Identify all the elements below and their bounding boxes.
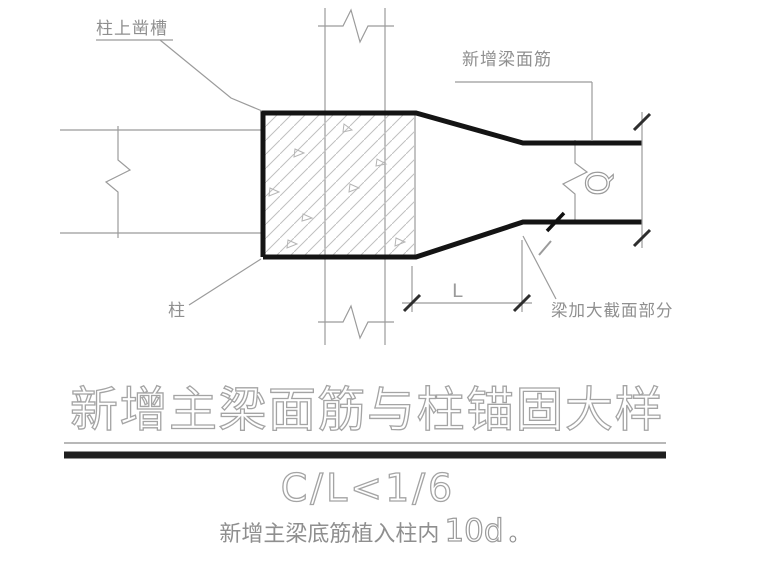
dimension-bottom: L — [402, 240, 532, 313]
drawing-title: 新增主梁面筋与柱锚固大样 — [70, 382, 664, 438]
enlarged-section-leader — [522, 235, 557, 300]
label-top-rebar: 新增梁面筋 — [462, 50, 552, 70]
small-tick — [538, 240, 552, 256]
bottom-note: 新增主梁底筋植入柱内 10d 。 — [219, 513, 530, 549]
dim-label-L: L — [452, 280, 463, 302]
rebar-lines — [260, 110, 642, 260]
column-section — [265, 112, 416, 258]
scale-note: C/L<1/6 — [281, 466, 456, 510]
bottom-note-value: 10d — [444, 513, 503, 549]
dimension-right: Q — [578, 112, 652, 248]
label-groove: 柱上凿槽 — [96, 19, 168, 39]
leader-lines — [96, 39, 593, 306]
break-symbol-top — [318, 8, 394, 44]
break-symbol-bottom — [318, 304, 394, 340]
annotation-labels: 柱上凿槽 新增梁面筋 柱 梁加大截面部分 — [96, 19, 674, 321]
title-block: 新增主梁面筋与柱锚固大样 C/L<1/6 — [64, 381, 666, 511]
column-leader — [188, 258, 262, 306]
break-symbols — [104, 8, 589, 340]
column-hatch — [265, 115, 414, 256]
break-symbol-right — [561, 140, 589, 224]
groove-leader — [159, 39, 263, 112]
break-symbol-left — [104, 126, 132, 238]
aggregate-marks — [268, 123, 407, 249]
left-beam-lines — [60, 129, 262, 234]
rebar-cutoff-tick — [545, 211, 566, 233]
label-enlarged-section: 梁加大截面部分 — [551, 301, 674, 320]
bottom-note-text: 新增主梁底筋植入柱内 — [219, 522, 439, 547]
dim-label-vertical: Q — [579, 170, 617, 195]
top-rebar-line — [260, 110, 642, 257]
bottom-rebar-line — [263, 219, 642, 260]
bottom-note-period: 。 — [509, 522, 531, 547]
label-column: 柱 — [168, 301, 186, 321]
